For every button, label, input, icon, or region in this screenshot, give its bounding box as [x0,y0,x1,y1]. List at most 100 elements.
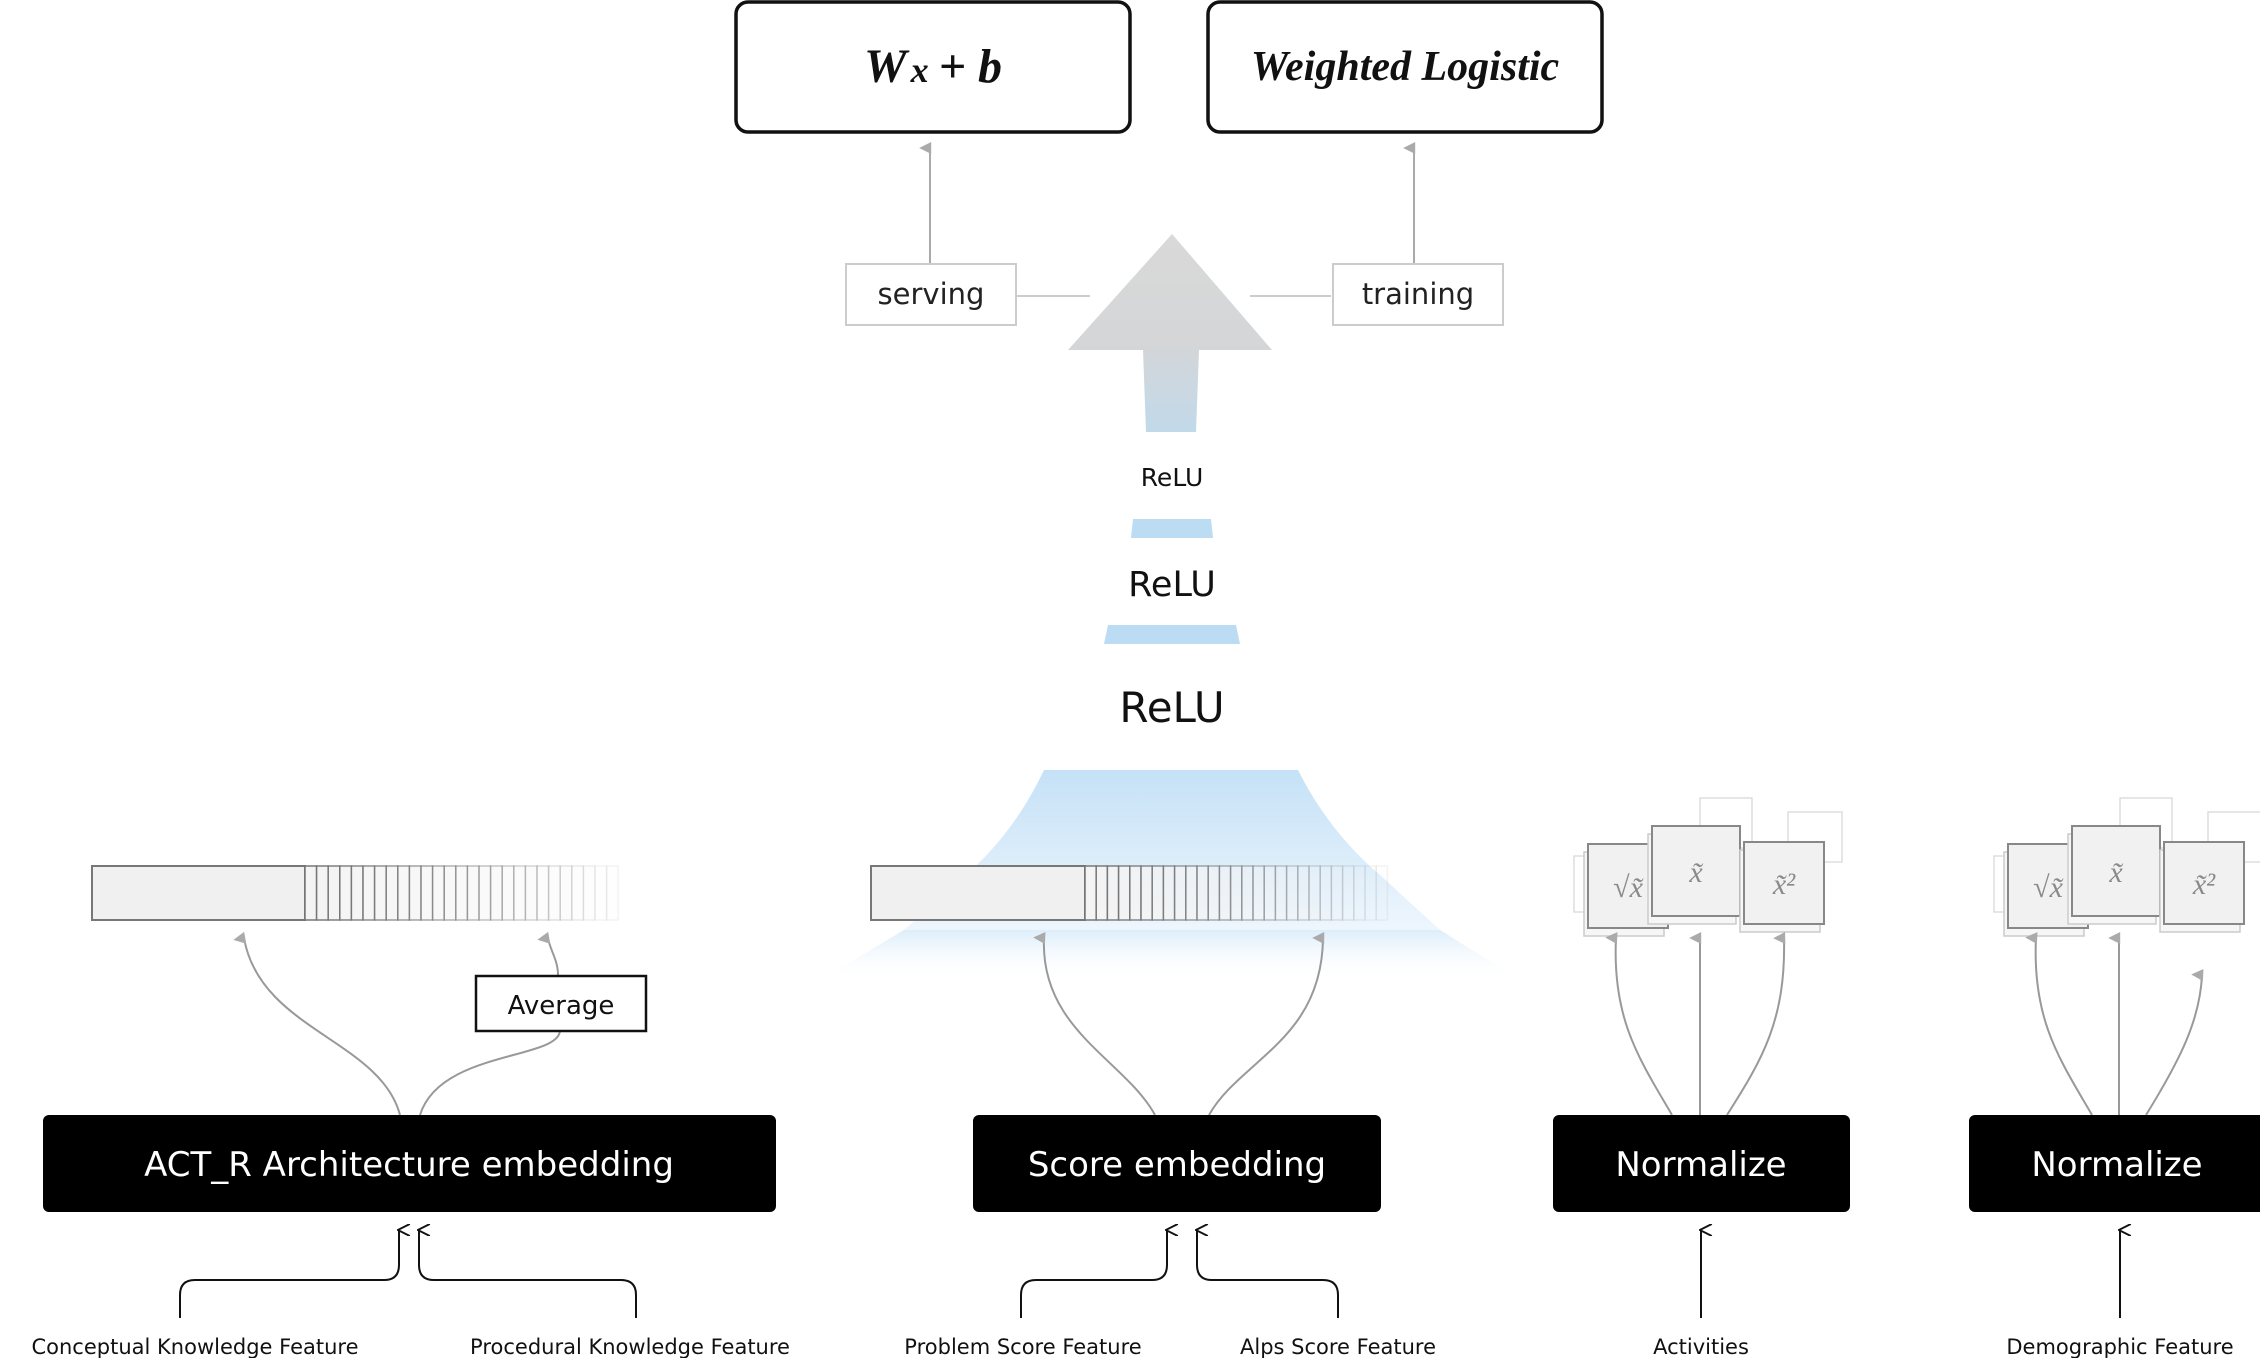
score-to-bar-right-arrow [1208,932,1325,1116]
embedding-cell [327,865,341,921]
score-embedding-block: Score embedding [973,1115,1381,1212]
score-embedding-label: Score embedding [1028,1145,1326,1185]
relu-layer-middle: ReLU [1128,565,1216,605]
normalize-activities-label: Normalize [1615,1145,1786,1185]
embedding-cell [1353,865,1366,921]
embedding-cell [1319,865,1333,921]
embedding-cell [1330,865,1344,921]
act-r-to-bar-arrow [233,931,401,1116]
activities-feature-label: Activities [1653,1335,1749,1358]
embedding-cell [339,865,353,921]
alps-score-input-connector [1197,1230,1339,1318]
activities-transform-symbol: x̃ [1688,856,1703,889]
embedding-cell [420,865,434,921]
embedding-cell [1140,865,1153,921]
embedding-cell [1151,865,1165,921]
embedding-cell [1263,865,1277,921]
embedding-cell [1162,865,1176,921]
embedding-cell [1207,865,1221,921]
embedding-cell [1185,865,1198,921]
demographic-transform-symbol: x̃² [2192,868,2216,901]
embedding-cell [1241,865,1254,921]
activities-transform-group: √x̃ x̃ x̃² [1573,797,1843,937]
embedding-cell [571,865,585,921]
training-label-box: training [1332,263,1504,326]
normalize-demographic-label: Normalize [2031,1145,2202,1185]
act-r-embedding-label: ACT_R Architecture embedding [144,1145,674,1185]
embedding-cell [408,865,422,921]
average-box: Average [474,974,648,1033]
activities-transform-symbol: x̃² [1772,868,1796,901]
embedding-cell [594,865,608,921]
embedding-cell [362,865,376,921]
embedding-cell [1095,865,1109,921]
embedding-cell [1229,865,1243,921]
embedding-cell [1173,865,1187,921]
embedding-cell [559,865,573,921]
embedding-cell [1117,865,1131,921]
embedding-cell [501,865,515,921]
activities-arrow-right [1726,931,1786,1116]
serving-label-box: serving [845,263,1017,326]
act-r-embedding-block: ACT_R Architecture embedding [43,1115,776,1212]
demographic-feature-label: Demographic Feature [2006,1335,2233,1358]
embedding-cell [455,865,469,921]
serving-label: serving [878,277,985,311]
conceptual-feature-label: Conceptual Knowledge Feature [31,1335,358,1358]
average-label: Average [508,991,615,1021]
training-output-box: Weighted Logistic [1206,0,1604,134]
problem-score-feature-label: Problem Score Feature [904,1335,1141,1358]
score-to-bar-left-arrow [1033,932,1156,1116]
embedding-cell [397,865,411,921]
act-r-embedding-bar [91,865,619,921]
embedding-cell [524,865,538,921]
embedding-cell [582,865,596,921]
activities-arrow-left [1605,932,1673,1116]
embedding-cell [605,865,619,921]
embedding-cell [1375,865,1389,921]
serving-formula-rest: + b [939,40,1002,93]
activities-transform-symbol: √x̃ [1613,871,1643,904]
svg-text:Wx+ b: Wx+ b [864,40,1002,93]
demographic-arrow-right [2145,969,2204,1116]
embedding-cell [478,865,492,921]
embedding-cell [489,865,503,921]
serving-formula-x: x [910,50,929,90]
big-up-arrow [1068,234,1272,432]
embedding-cell [315,865,329,921]
procedural-input-connector [419,1230,637,1318]
embedding-cell [536,865,550,921]
embedding-cell [1084,865,1097,921]
embedding-cell [1129,865,1142,921]
relu-connector-middle [1104,625,1240,644]
serving-formula-w: W [864,40,910,93]
training-formula: Weighted Logistic [1251,44,1560,90]
embedding-cell [431,865,445,921]
embedding-cell [385,865,399,921]
demographic-arrow-left [2025,932,2093,1116]
normalize-demographic-block: Normalize [1969,1115,2260,1212]
relu-layer-top: ReLU [1141,463,1204,492]
normalize-activities-block: Normalize [1553,1115,1850,1212]
demographic-transform-symbol: x̃ [2108,856,2123,889]
average-to-bar-arrow [537,931,559,976]
problem-score-input-connector [1020,1230,1167,1318]
embedding-cell [1308,865,1321,921]
procedural-feature-label: Procedural Knowledge Feature [470,1335,790,1358]
relu-layer-bottom: ReLU [1119,683,1224,732]
embedding-cell [373,865,387,921]
embedding-cell [1341,865,1355,921]
embedding-cell [443,865,457,921]
embedding-cell [350,865,364,921]
conceptual-input-connector [179,1230,399,1318]
embedding-cell [1274,865,1288,921]
demographic-transform-group: √x̃ x̃ x̃² [1993,797,2260,937]
embedding-cell [1297,865,1310,921]
embedding-cell [1364,865,1377,921]
embedding-cell [304,865,318,921]
embedding-cell [466,865,480,921]
demographic-transform-symbol: √x̃ [2033,871,2063,904]
embedding-cell [513,865,527,921]
embedding-cell [1218,865,1232,921]
